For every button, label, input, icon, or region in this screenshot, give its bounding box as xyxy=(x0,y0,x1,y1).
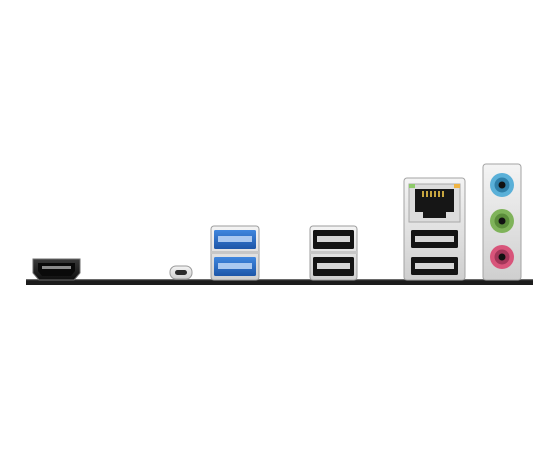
hdmi-port-icon xyxy=(32,258,81,281)
audio-jack-icon xyxy=(482,163,522,281)
usb3-ports-icon xyxy=(210,225,260,281)
board-edge xyxy=(26,280,533,285)
usb-c-port-icon xyxy=(169,265,193,280)
usb2-ports-icon xyxy=(309,225,358,281)
ethernet-port-icon xyxy=(403,177,466,281)
board-edge-highlight xyxy=(26,279,533,281)
